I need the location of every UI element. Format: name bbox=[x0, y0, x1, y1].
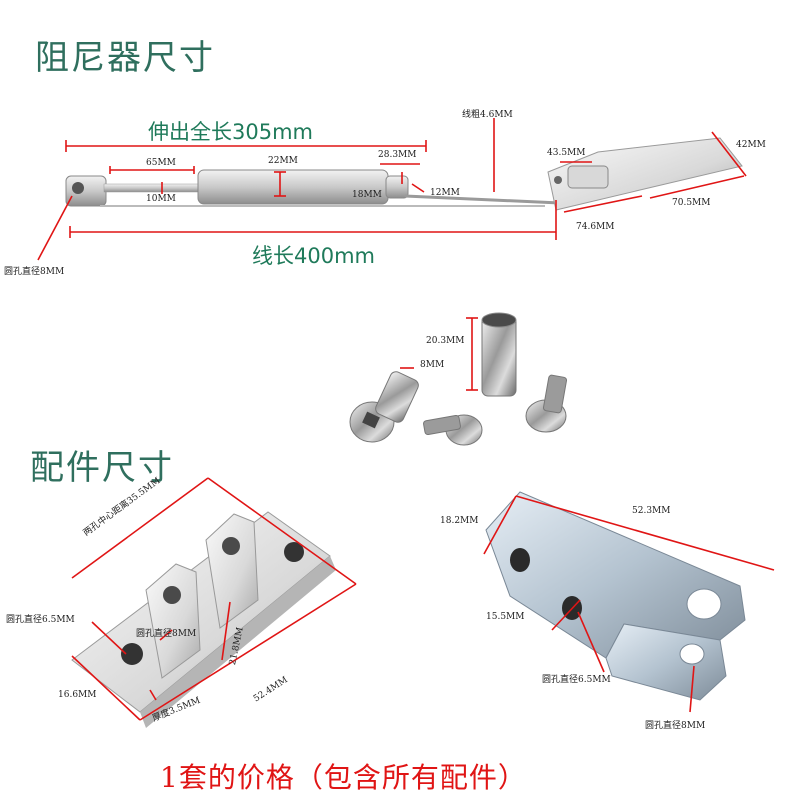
dim-43-5mm: 43.5MM bbox=[547, 148, 586, 158]
zinc-bracket bbox=[485, 491, 746, 701]
cable-length-label: 线长400mm bbox=[252, 244, 375, 268]
dim-18mm: 18MM bbox=[352, 190, 382, 200]
cable-thickness-label: 线粗4.6MM bbox=[462, 110, 513, 120]
dim-10mm: 10MM bbox=[146, 194, 176, 204]
damper-size-heading: 阻尼器尺寸 bbox=[35, 38, 215, 78]
right-hole-6-5-label: 圆孔直径6.5MM bbox=[542, 675, 611, 685]
aluminum-bracket bbox=[71, 511, 336, 728]
right-hole-8-label: 圆孔直径8MM bbox=[645, 721, 706, 731]
dim-42mm: 42MM bbox=[736, 140, 766, 150]
left-hole-8-label: 圆孔直径8MM bbox=[136, 629, 197, 639]
dimension-lines bbox=[37, 118, 775, 721]
dim-15-5mm: 15.5MM bbox=[486, 612, 525, 622]
left-hole-6-5-label: 圆孔直径6.5MM bbox=[6, 615, 75, 625]
dim-12mm: 12MM bbox=[430, 188, 460, 198]
damper-hole-diameter-label: 圆孔直径8MM bbox=[4, 267, 65, 277]
dim-65mm: 65MM bbox=[146, 158, 176, 168]
extended-length-label: 伸出全长305mm bbox=[148, 120, 313, 144]
screws-group bbox=[349, 312, 568, 446]
parts-size-heading: 配件尺寸 bbox=[30, 448, 174, 488]
dim-70-5mm: 70.5MM bbox=[672, 198, 711, 208]
dim-28-3mm: 28.3MM bbox=[378, 150, 417, 160]
gas-damper bbox=[65, 137, 743, 211]
dim-22mm: 22MM bbox=[268, 156, 298, 166]
dim-18-2mm: 18.2MM bbox=[440, 516, 479, 526]
dim-8mm: 8MM bbox=[420, 360, 445, 370]
dim-74-6mm: 74.6MM bbox=[576, 222, 615, 232]
dim-52-3mm: 52.3MM bbox=[632, 506, 671, 516]
price-note: 1套的价格（包含所有配件） bbox=[160, 761, 527, 794]
dim-20-3mm: 20.3MM bbox=[426, 336, 465, 346]
dim-16-6mm: 16.6MM bbox=[58, 690, 97, 700]
